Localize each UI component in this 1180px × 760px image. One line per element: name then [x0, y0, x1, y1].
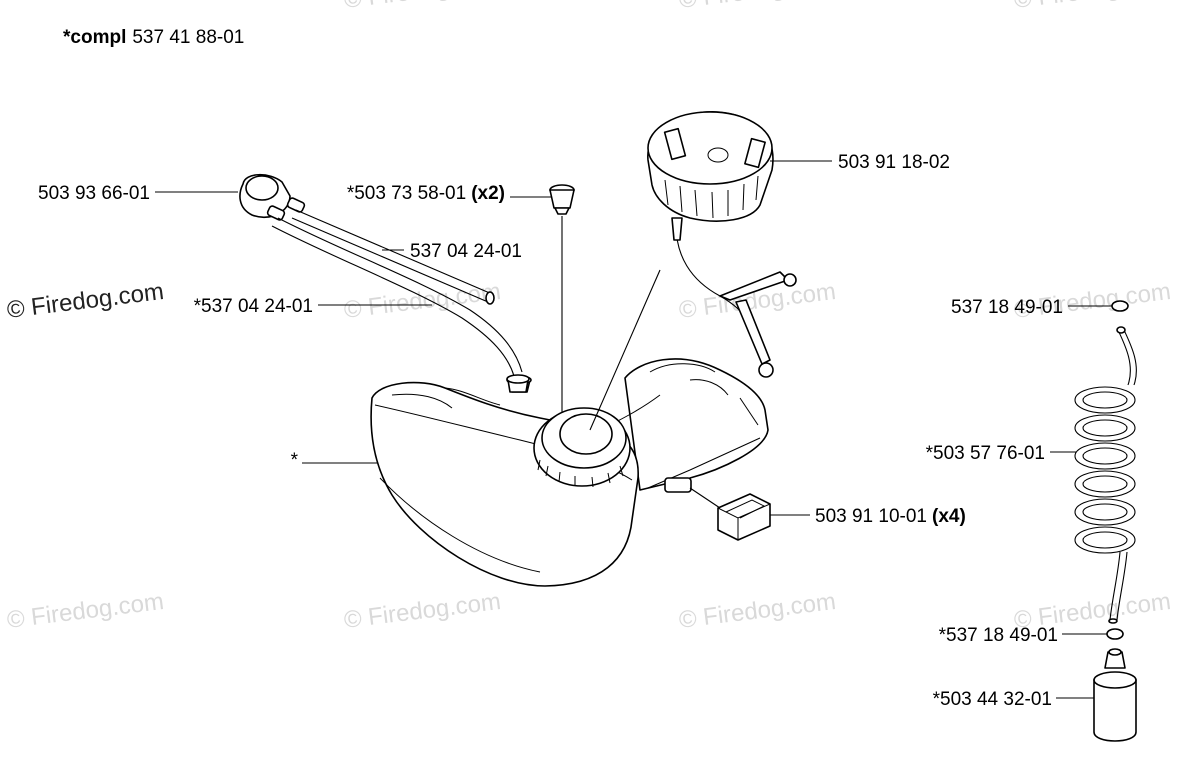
fuel-tank-drawing: [370, 358, 769, 587]
label-rubber-buffer-qty: (x4): [932, 506, 966, 527]
label-fuel-tank: *: [291, 450, 299, 471]
watermark: © Firedog.com: [5, 588, 165, 634]
fuel-coil-filter-drawing: [1074, 300, 1137, 742]
watermark: © Firedog.com: [342, 588, 502, 634]
vent-plug-drawing: [549, 184, 575, 215]
header-prefix: *compl: [63, 27, 126, 48]
label-rubber-buffer: 503 91 10-01(x4): [815, 506, 966, 527]
label-grommet-primer: 503 93 66-01: [38, 183, 150, 204]
fuel-hoses-drawing: [239, 173, 530, 393]
header-number: 537 41 88-01: [132, 27, 244, 48]
watermark: © Firedog.com: [677, 0, 837, 14]
watermark: © Firedog.com: [677, 588, 837, 634]
leader-lines: [155, 160, 1112, 699]
watermark: © Firedog.com: [1012, 0, 1172, 14]
label-vent-plug-qty: (x2): [471, 183, 505, 204]
label-fuel-hose-lower: *537 04 24-01: [194, 296, 313, 317]
label-vent-plug: *503 73 58-01(x2): [347, 183, 505, 204]
watermark-dark: © Firedog.com: [5, 278, 165, 324]
label-rubber-buffer-number: 503 91 10-01: [815, 506, 927, 527]
label-vent-plug-number: *503 73 58-01: [347, 183, 466, 204]
label-coil-hose: *503 57 76-01: [926, 443, 1045, 464]
label-seal-ring-lower: *537 18 49-01: [939, 625, 1058, 646]
label-fuel-filter: *503 44 32-01: [933, 689, 1052, 710]
callout-labels: 503 93 66-01 *503 73 58-01(x2) 537 04 24…: [38, 152, 1063, 710]
label-seal-ring-upper: 537 18 49-01: [951, 297, 1063, 318]
watermark: © Firedog.com: [342, 0, 502, 14]
rubber-buffer-drawing: [717, 493, 771, 541]
header-assembly-number: *compl 537 41 88-01: [63, 27, 244, 48]
label-fuel-cap: 503 91 18-02: [838, 152, 950, 173]
label-fuel-hose-upper: 537 04 24-01: [410, 241, 522, 262]
fuel-cap-drawing: [647, 111, 797, 378]
